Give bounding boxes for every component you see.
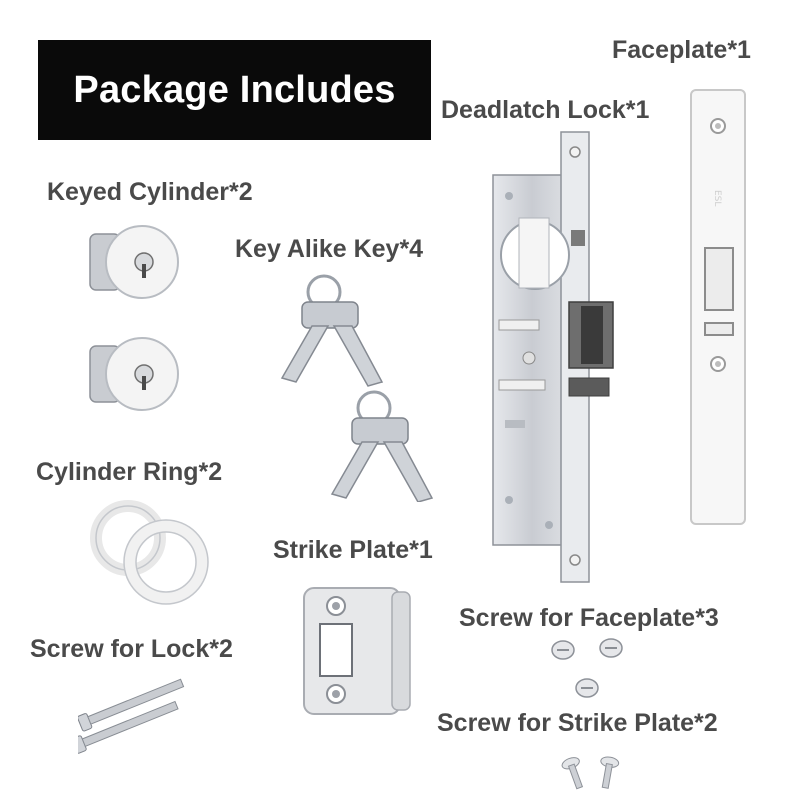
- label-strike-plate: Strike Plate*1: [273, 536, 433, 564]
- label-key-alike-key: Key Alike Key*4: [235, 235, 424, 263]
- keyed-cylinder-image: [84, 220, 184, 430]
- banner-title: Package Includes: [73, 68, 396, 111]
- package-includes-banner: Package Includes: [38, 40, 431, 140]
- label-screw-for-faceplate: Screw for Faceplate*3: [459, 604, 719, 632]
- cylinder-ring-image: [88, 498, 223, 608]
- screw-for-strike-plate-image: [560, 752, 630, 796]
- label-screw-for-lock: Screw for Lock*2: [30, 635, 233, 663]
- screw-for-lock-image: [78, 678, 198, 758]
- screw-for-faceplate-image: [545, 636, 635, 706]
- key-alike-key-image: [272, 272, 442, 502]
- label-deadlatch-lock: Deadlatch Lock*1: [441, 96, 650, 124]
- label-cylinder-ring: Cylinder Ring*2: [36, 458, 223, 486]
- faceplate-image: ESL: [685, 88, 749, 528]
- label-faceplate: Faceplate*1: [612, 36, 751, 64]
- strike-plate-image: [300, 584, 415, 719]
- label-keyed-cylinder: Keyed Cylinder*2: [47, 178, 253, 206]
- svg-text:ESL: ESL: [712, 190, 722, 206]
- deadlatch-lock-image: [485, 130, 635, 590]
- label-screw-for-strike-plate: Screw for Strike Plate*2: [437, 709, 718, 737]
